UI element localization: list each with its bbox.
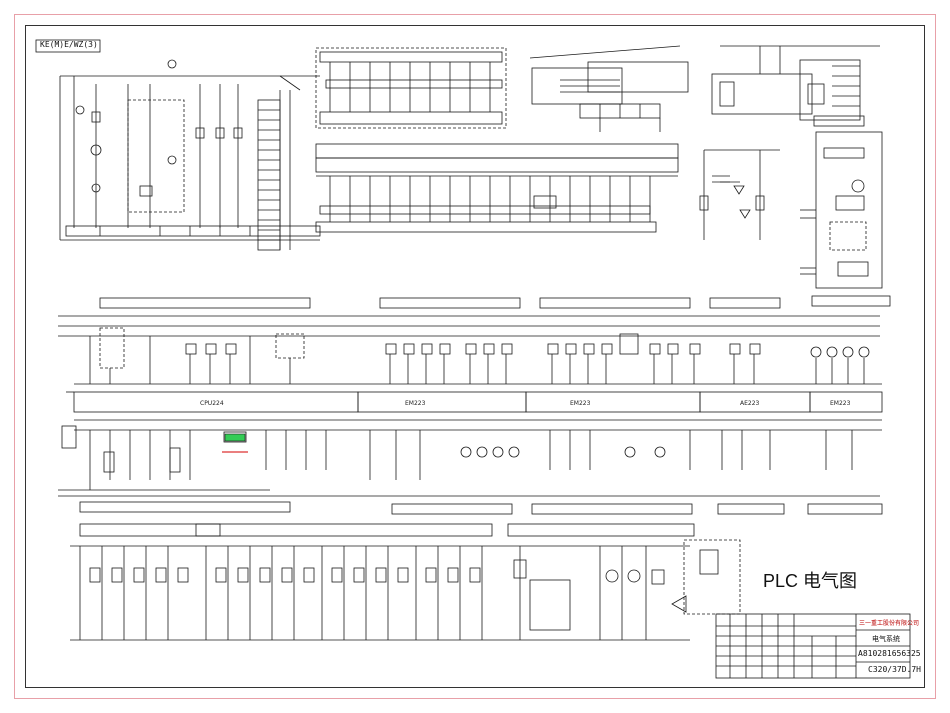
speed-control-block (711, 45, 880, 127)
green-module-indicator (224, 433, 246, 442)
plc-module-label: EM223 (830, 400, 851, 407)
sensor-circuit (699, 149, 780, 240)
drawing-outer-frame (14, 14, 936, 699)
title-block-drawing-name: 电气系统 (872, 635, 900, 643)
plc-module-2 (357, 391, 527, 413)
drawing-border (25, 25, 925, 688)
plc-module-label: CPU224 (200, 400, 224, 407)
plc-io-band (58, 297, 883, 515)
plc-module-label: EM223 (405, 400, 426, 407)
plc-module-5 (809, 391, 883, 413)
title-block-drawing-number: A810281656325 (858, 649, 921, 658)
diagram-caption: PLC 电气图 (763, 571, 858, 591)
title-block-company: 三一重工股份有限公司 (859, 620, 920, 627)
output-load-band (70, 523, 741, 641)
power-supply-circuit (59, 59, 321, 241)
plc-module-label: EM223 (570, 400, 591, 407)
terminal-strip (257, 75, 301, 251)
drawing-id-box (35, 39, 101, 53)
drawing-id: KE(M)E/WZ(3) (40, 40, 98, 49)
title-block (715, 613, 911, 679)
plc-module-label: AE223 (740, 400, 760, 407)
volvo-engine-ecu-block (529, 45, 689, 132)
title-block-model: C320/37D.7H (868, 665, 921, 674)
plc-module-3 (525, 391, 701, 413)
relay-output-block (315, 47, 507, 129)
starter-panel (800, 131, 891, 307)
input-terminal-row (315, 143, 679, 233)
